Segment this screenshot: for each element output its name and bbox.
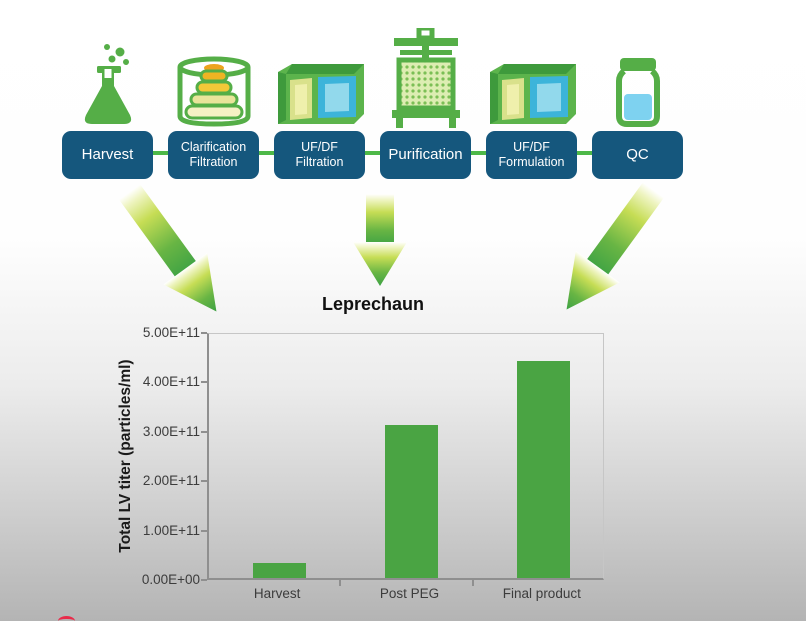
filter-cassette-icon — [484, 28, 580, 128]
process-flow: Harvest Clarification Filtration — [62, 28, 684, 179]
x-tick-label: Harvest — [253, 586, 301, 601]
step-clarification: Clarification Filtration — [168, 28, 259, 179]
filter-press-icon — [386, 28, 466, 128]
filter-cassette-icon — [272, 28, 368, 128]
y-tick-label: 0.00E+00 — [141, 572, 200, 587]
step-ufdf-formulation: UF/DF Formulation — [486, 28, 577, 179]
step-label-qc: QC — [592, 131, 683, 179]
step-label-harvest: Harvest — [62, 131, 153, 179]
y-tick-mark — [201, 381, 207, 384]
logo-fragment — [58, 616, 75, 621]
plot-area — [207, 333, 604, 580]
step-ufdf-filtration: UF/DF Filtration — [274, 28, 365, 179]
harvest-arrow-icon — [104, 173, 247, 336]
step-purification: Purification — [380, 28, 471, 179]
y-tick-mark — [201, 529, 207, 532]
x-tick-mark — [339, 580, 342, 586]
step-label-purification: Purification — [380, 131, 471, 179]
step-label-ufdf-formulation: UF/DF Formulation — [486, 131, 577, 179]
y-tick-label: 4.00E+11 — [142, 374, 200, 390]
qc-arrow-icon — [537, 171, 680, 334]
y-tick-label: 5.00E+11 — [142, 325, 200, 340]
x-tick-label: Post PEG — [379, 586, 440, 601]
x-tick-label: Final product — [502, 586, 581, 601]
step-harvest: Harvest — [62, 28, 153, 179]
sample-bottle-icon — [614, 28, 662, 128]
y-tick-mark — [201, 579, 207, 581]
flask-icon — [79, 28, 137, 128]
y-tick-mark — [201, 480, 207, 483]
depth-filter-stack-icon — [174, 28, 254, 128]
y-tick-mark — [201, 332, 207, 334]
y-tick-mark — [201, 430, 207, 433]
chart-title: Leprechaun — [321, 294, 425, 314]
flow-connector-line — [66, 151, 678, 155]
y-axis-title: Total LV titer (particles/ml) — [117, 359, 134, 553]
y-tick-label: 2.00E+11 — [142, 473, 200, 489]
y-tick-label: 3.00E+11 — [142, 423, 200, 439]
step-label-clarification: Clarification Filtration — [168, 131, 259, 179]
step-label-ufdf-filtration: UF/DF Filtration — [274, 131, 365, 179]
bar-harvest — [252, 563, 306, 578]
x-tick-mark — [471, 580, 474, 586]
y-tick-label: 1.00E+11 — [142, 522, 200, 538]
bar-post-peg — [385, 424, 438, 578]
purification-arrow-icon — [348, 194, 412, 293]
step-qc: QC — [592, 28, 683, 179]
bar-final-product — [517, 360, 571, 578]
